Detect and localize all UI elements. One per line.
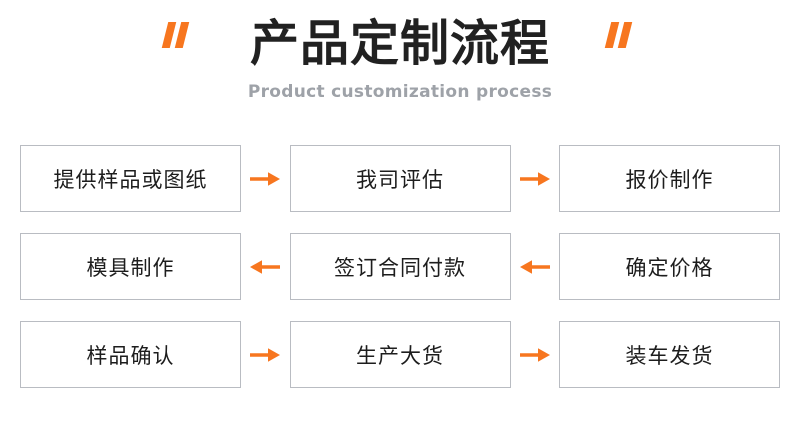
flow-row: 样品确认 生产大货 装车发货 [20, 321, 780, 388]
flow-connector [241, 145, 290, 212]
flow-step-label: 我司评估 [356, 167, 444, 192]
arrow-right-icon [250, 347, 281, 362]
flow-connector [511, 145, 560, 212]
flow-connector [241, 233, 290, 300]
page-subtitle: Product customization process [247, 82, 553, 102]
flow-step-label: 样品确认 [86, 343, 175, 368]
flow-step-box[interactable]: 装车发货 [559, 321, 780, 388]
title-row: 产品定制流程 [0, 14, 800, 76]
flow-step-label: 报价制作 [625, 167, 714, 192]
flow-step-box[interactable]: 我司评估 [289, 145, 511, 212]
flow-step-box[interactable]: 生产大货 [289, 321, 511, 388]
flow-step-label: 签订合同付款 [334, 255, 466, 280]
flow-row: 提供样品或图纸 我司评估 报价制作 [20, 145, 780, 212]
arrow-right-icon [250, 171, 281, 186]
arrow-right-icon [519, 347, 550, 362]
flow-step-box[interactable]: 样品确认 [20, 321, 241, 388]
flow-connector [511, 233, 560, 300]
flow-step-box[interactable]: 模具制作 [20, 233, 241, 300]
flow-connector [511, 321, 560, 388]
flow-step-box[interactable]: 报价制作 [559, 145, 780, 212]
page-title: 产品定制流程 [249, 15, 550, 72]
flow-step-label: 确定价格 [625, 255, 714, 280]
process-flow-diagram: 提供样品或图纸 我司评估 报价制作 [20, 145, 780, 388]
flow-row: 模具制作 签订合同付款 确定价格 [20, 233, 780, 300]
flow-step-label: 生产大货 [356, 343, 444, 368]
flow-step-label: 提供样品或图纸 [53, 167, 208, 192]
quote-mark-right-icon [604, 22, 634, 48]
arrow-right-icon [519, 171, 550, 186]
flow-step-label: 模具制作 [86, 255, 175, 280]
page-header: 产品定制流程 Product customization process [0, 14, 800, 102]
quote-mark-left-icon [161, 22, 191, 48]
arrow-left-icon [250, 259, 281, 274]
flow-step-label: 装车发货 [625, 343, 714, 368]
flow-step-box[interactable]: 提供样品或图纸 [20, 145, 241, 212]
flow-connector [241, 321, 290, 388]
arrow-left-icon [519, 259, 550, 274]
flow-step-box[interactable]: 签订合同付款 [289, 233, 511, 300]
flow-step-box[interactable]: 确定价格 [559, 233, 780, 300]
